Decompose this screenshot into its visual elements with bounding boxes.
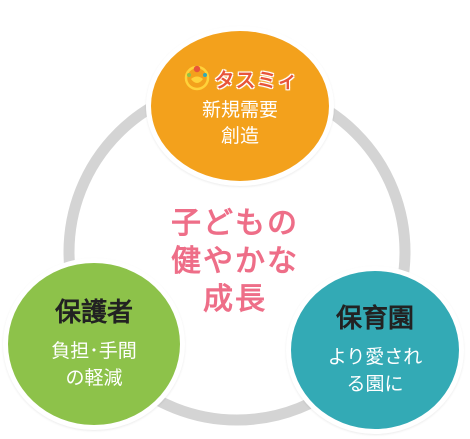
center-label: 子どもの 健やかな 成長 — [150, 205, 320, 319]
center-line-3: 成長 — [203, 282, 267, 317]
nursery-title: 保育園 — [335, 304, 414, 334]
nursery-desc-line-2: る園に — [346, 373, 404, 395]
tasumi-logo: タスミィ — [182, 64, 299, 93]
node-tasumi: タスミィ 新規需要 創造 — [146, 26, 334, 186]
guardian-desc-line-2: の軽減 — [65, 367, 123, 389]
tasumi-desc-line-1: 新規需要 — [201, 98, 278, 121]
center-line-1: 子どもの — [171, 206, 299, 241]
node-nursery: 保育園 より愛され る園に — [286, 266, 464, 434]
tasumi-desc-line-2: 創造 — [220, 124, 259, 147]
logo-text: タスミィ — [214, 67, 299, 92]
tasumi-logo-icon — [184, 65, 209, 91]
node-guardian: 保護者 負担･手間 の軽減 — [3, 258, 185, 430]
guardian-desc-line-1: 負担･手間 — [51, 340, 137, 362]
center-line-2: 健やかな — [171, 244, 299, 279]
nursery-desc-line-1: より愛され — [327, 346, 423, 368]
guardian-title: 保護者 — [54, 298, 133, 328]
